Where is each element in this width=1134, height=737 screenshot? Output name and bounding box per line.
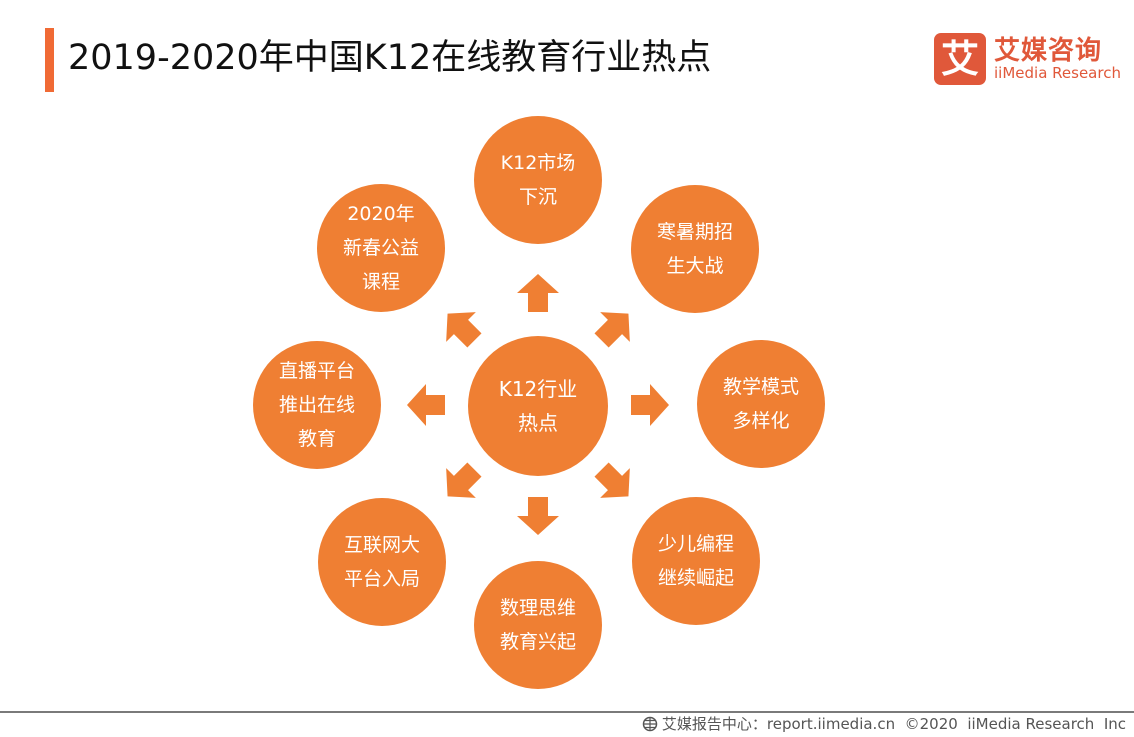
title-accent-bar [45,28,54,92]
footer: 艾媒报告中心：report.iimedia.cn ©2020 iiMedia R… [642,713,1126,735]
node-bottom-right: 少儿编程 继续崛起 [632,497,760,625]
node-bottom-left: 互联网大 平台入局 [318,498,446,626]
logo-mark-icon: 艾 [934,33,986,85]
node-top-right: 寒暑期招 生大战 [631,185,759,313]
node-bottom: 数理思维 教育兴起 [474,561,602,689]
center-node: K12行业 热点 [468,336,608,476]
node-top-left: 2020年 新春公益 课程 [317,184,445,312]
node-right: 教学模式 多样化 [697,340,825,468]
footer-text: 艾媒报告中心：report.iimedia.cn ©2020 iiMedia R… [661,715,1126,733]
arrow-down-right-icon [586,454,644,512]
footer-divider [0,711,1134,713]
node-top: K12市场 下沉 [474,116,602,244]
arrow-right-icon [631,384,669,426]
arrow-up-icon [517,274,559,312]
logo-name-en: iiMedia Research [994,64,1121,82]
brand-logo: 艾 艾媒咨询 iiMedia Research [934,33,1124,85]
arrow-down-left-icon [432,454,490,512]
globe-icon [642,716,658,732]
arrow-up-right-icon [586,298,644,356]
arrow-up-left-icon [432,298,490,356]
page-title: 2019-2020年中国K12在线教育行业热点 [68,38,712,78]
node-left: 直播平台 推出在线 教育 [253,341,381,469]
arrow-left-icon [407,384,445,426]
logo-name-cn: 艾媒咨询 [994,36,1103,66]
arrow-down-icon [517,497,559,535]
